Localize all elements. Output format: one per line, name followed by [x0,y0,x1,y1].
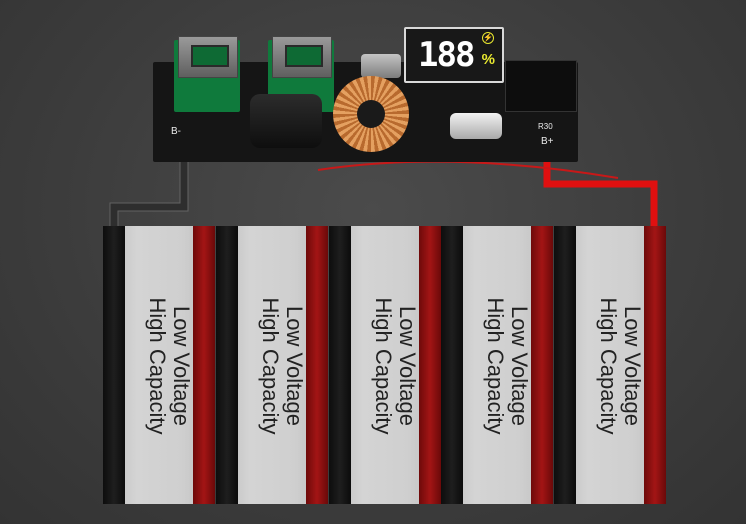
neg-terminal-label: B- [171,126,181,137]
cell-negative-band [216,226,238,504]
cell-positive-band [531,226,553,504]
positive-wire [543,150,658,228]
battery-cell: Low Voltage High Capacity [103,226,215,504]
cell-label-line2: High Capacity [258,297,283,435]
usb-c-port-icon [361,54,401,78]
cell-positive-band [193,226,215,504]
display-percent: % [481,51,495,68]
cell-label-line2: High Capacity [371,297,396,435]
inductor [250,94,322,148]
cell-label: Low Voltage High Capacity [596,297,645,435]
controller-chip [505,60,577,112]
cell-label-line2: High Capacity [596,297,621,435]
cell-positive-band [419,226,441,504]
cell-label: Low Voltage High Capacity [483,297,532,435]
cell-label-line1: Low Voltage [282,306,307,426]
battery-cell: Low Voltage High Capacity [329,226,441,504]
toroid-coil-icon [333,76,409,152]
display-digits: 188 [418,35,475,75]
cell-label-line1: Low Voltage [507,306,532,426]
pos-terminal-label: B+ [541,136,554,147]
cell-negative-band [554,226,576,504]
usb-port-icon [272,36,332,78]
thin-red-lead [317,160,619,179]
cell-label-line2: High Capacity [145,297,170,435]
cell-label-line1: Low Voltage [620,306,645,426]
cell-label: Low Voltage High Capacity [371,297,420,435]
cell-label-line1: Low Voltage [395,306,420,426]
component-label: R30 [538,122,553,131]
cell-label: Low Voltage High Capacity [145,297,194,435]
usb-port-1 [174,36,240,112]
negative-wire [110,150,188,228]
battery-cell: Low Voltage High Capacity [441,226,553,504]
battery-cell: Low Voltage High Capacity [554,226,666,504]
cell-label-line1: Low Voltage [169,306,194,426]
cell-negative-band [103,226,125,504]
cell-negative-band [329,226,351,504]
battery-cell: Low Voltage High Capacity [216,226,328,504]
capacitor [450,113,502,139]
lightning-icon: ⚡ [482,32,494,44]
cell-label: Low Voltage High Capacity [258,297,307,435]
negative-wire-highlight [109,150,189,228]
cell-positive-band [644,226,666,504]
cell-positive-band [306,226,328,504]
cell-label-line2: High Capacity [483,297,508,435]
usb-port-icon [178,36,238,78]
cell-negative-band [441,226,463,504]
led-percentage-display: 188 % ⚡ [404,27,504,83]
